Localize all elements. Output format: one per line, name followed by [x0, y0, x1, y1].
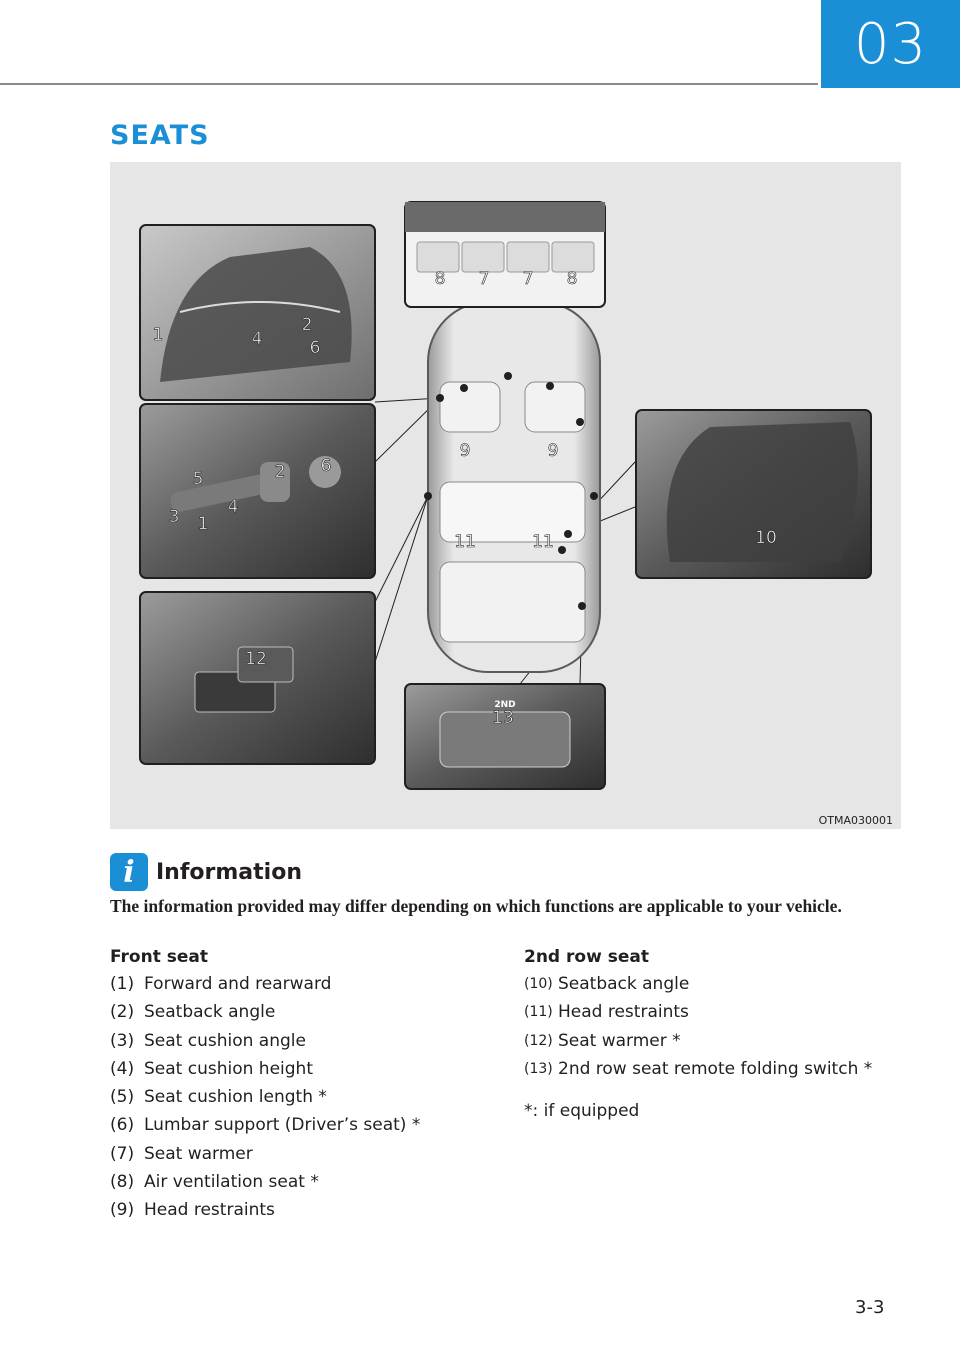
- callout-4b: 4: [228, 497, 239, 517]
- callout-8: 8: [435, 269, 446, 289]
- callout-6b: 6: [321, 456, 332, 476]
- list-item: (12)Seat warmer *: [524, 1030, 681, 1051]
- list-item: (6)Lumbar support (Driver’s seat) *: [110, 1115, 421, 1136]
- front-seat-list: Front seat (1)Forward and rearward (2)Se…: [110, 944, 490, 1225]
- callout-12: 12: [245, 649, 267, 669]
- seat-controls-figure: 2ND 1 2 4 6 5 2 6 3 1 4 12 8 7 7 8 9: [110, 162, 901, 829]
- info-icon: i: [110, 853, 148, 891]
- list-item: (10)Seatback angle: [524, 974, 690, 994]
- callout-5: 5: [193, 469, 204, 489]
- callout-13: 13: [492, 708, 514, 728]
- callout-11: 11: [454, 532, 476, 552]
- callout-9: 9: [460, 441, 471, 461]
- callout-2: 2: [302, 315, 313, 335]
- list-item: (2)Seatback angle: [110, 1002, 276, 1023]
- second-row-heading: 2nd row seat: [524, 947, 649, 967]
- callout-9b: 9: [548, 441, 559, 461]
- list-item: (3)Seat cushion angle: [110, 1030, 306, 1051]
- info-title: Information: [156, 859, 302, 885]
- callout-2b: 2: [275, 462, 286, 482]
- callout-10: 10: [755, 528, 777, 548]
- list-item: (4)Seat cushion height: [110, 1058, 313, 1079]
- info-text: The information provided may differ depe…: [110, 896, 842, 916]
- callout-3: 3: [169, 507, 180, 527]
- callout-6: 6: [310, 338, 321, 358]
- header-rule: [0, 83, 818, 85]
- section-title: SEATS: [110, 120, 210, 151]
- callout-8b: 8: [567, 269, 578, 289]
- figure-code: OTMA030001: [818, 814, 893, 827]
- callout-7: 7: [479, 269, 490, 289]
- list-item: (9)Head restraints: [110, 1200, 275, 1221]
- callout-4: 4: [252, 329, 263, 349]
- list-item: (13)2nd row seat remote folding switch *: [524, 1058, 873, 1079]
- switch-label: 2ND: [494, 700, 515, 710]
- seat-illustration: 2ND 1 2 4 6 5 2 6 3 1 4 12 8 7 7 8 9: [139, 201, 872, 790]
- chapter-tab: 03: [821, 0, 960, 88]
- list-item: (5)Seat cushion length *: [110, 1087, 327, 1108]
- callout-1b: 1: [198, 514, 209, 534]
- front-seat-heading: Front seat: [110, 947, 208, 967]
- list-item: (8)Air ventilation seat *: [110, 1172, 319, 1193]
- list-item: (7)Seat warmer: [110, 1143, 253, 1164]
- callout-1: 1: [153, 325, 164, 345]
- callout-7b: 7: [523, 269, 534, 289]
- list-item: (11)Head restraints: [524, 1002, 689, 1023]
- page-number: 3-3: [855, 1297, 885, 1318]
- info-header: i Information: [110, 853, 302, 891]
- list-item: (1)Forward and rearward: [110, 974, 332, 994]
- callout-11b: 11: [532, 532, 554, 552]
- second-row-list: 2nd row seat (10)Seatback angle (11)Head…: [524, 944, 914, 1121]
- footnote: *: if equipped: [524, 1101, 640, 1122]
